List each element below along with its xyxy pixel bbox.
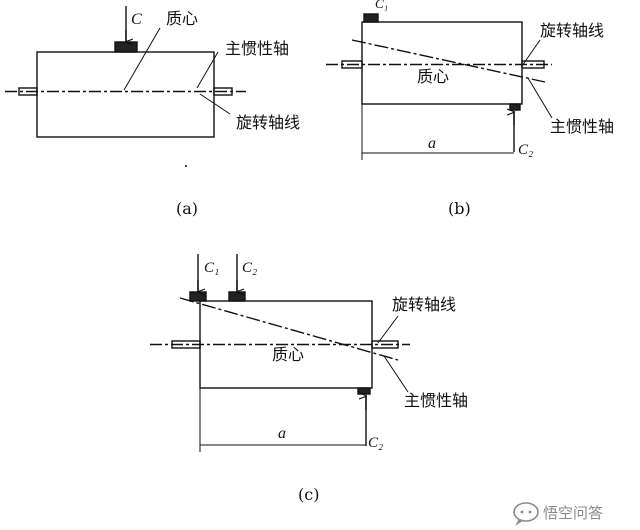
leader-rotation-axis-a xyxy=(199,93,231,115)
leader-principal-axis-c xyxy=(383,355,409,393)
speech-bubble-icon xyxy=(513,502,539,526)
label-mass-center-a: 质心 xyxy=(166,9,198,28)
label-rotation-axis-c: 旋转轴线 xyxy=(392,295,456,314)
panel-a xyxy=(5,6,246,167)
correction-weight-a xyxy=(114,41,138,53)
label-distance-b: a xyxy=(428,135,436,152)
panel-b xyxy=(326,13,553,160)
watermark-text: 悟空问答 xyxy=(543,504,603,522)
label-weight-c1: C₁ xyxy=(204,260,219,276)
panel-c xyxy=(150,254,410,452)
leader-mass-center-a xyxy=(123,27,161,91)
label-weight-b-top: C₁ xyxy=(375,0,388,11)
label-mass-center-b: 质心 xyxy=(417,67,449,86)
label-mass-center-c: 质心 xyxy=(272,345,304,364)
leader-principal-axis-a xyxy=(196,51,219,89)
label-weight-c-bottom: C₂ xyxy=(368,435,383,451)
leader-rotation-axis-b xyxy=(521,39,541,67)
label-principal-axis-a: 主惯性轴 xyxy=(225,39,289,58)
principal-axis-line-b xyxy=(351,39,546,83)
principal-axis-line-c xyxy=(179,297,399,361)
rotor-body-b xyxy=(361,21,523,105)
label-weight-b-bottom: C₂ xyxy=(518,142,533,158)
label-principal-axis-b: 主惯性轴 xyxy=(550,117,614,136)
correction-weight-c-bottom xyxy=(357,387,371,395)
label-rotation-axis-b: 旋转轴线 xyxy=(540,21,604,40)
label-rotation-axis-a: 旋转轴线 xyxy=(236,113,300,132)
correction-weight-c2 xyxy=(228,291,246,302)
label-distance-c: a xyxy=(278,425,286,442)
watermark: 悟空问答 xyxy=(513,502,603,526)
correction-weight-b-bottom xyxy=(509,103,521,111)
leader-principal-axis-b xyxy=(527,77,553,119)
label-weight-a: C xyxy=(131,11,142,28)
correction-weight-b-top xyxy=(363,13,379,23)
leader-rotation-axis-c xyxy=(377,315,399,344)
caption-a: (a) xyxy=(176,199,198,218)
caption-c: (c) xyxy=(298,485,319,504)
label-principal-axis-c: 主惯性轴 xyxy=(404,391,468,410)
correction-weight-c1 xyxy=(189,291,207,302)
rotor-body-a xyxy=(36,51,215,138)
label-weight-c2: C₂ xyxy=(242,260,257,276)
caption-b: (b) xyxy=(448,199,471,218)
